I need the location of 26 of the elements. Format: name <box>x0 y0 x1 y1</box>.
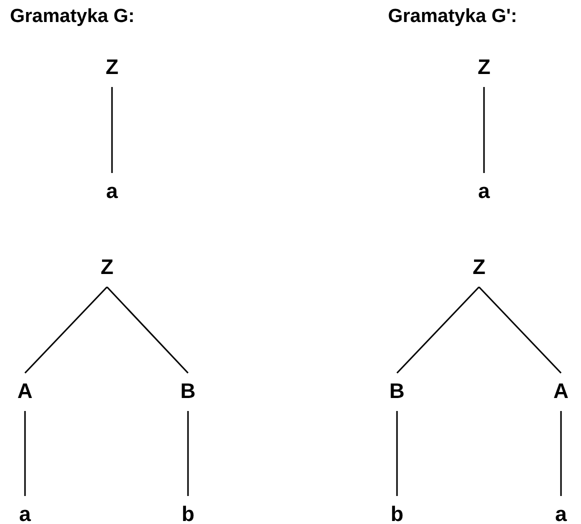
tree-edge <box>560 411 562 496</box>
tree-edge <box>396 411 398 496</box>
tree-symbol: a <box>104 181 120 203</box>
tree-edge <box>187 411 189 496</box>
tree-symbol: A <box>15 381 35 403</box>
tree-edge <box>478 286 562 374</box>
tree-symbol: b <box>388 504 406 524</box>
tree-edge <box>483 87 485 173</box>
tree-symbol: a <box>553 504 569 524</box>
tree-symbol: B <box>178 381 198 403</box>
tree-edge <box>106 286 189 374</box>
tree-edge <box>111 87 113 173</box>
tree-symbol: a <box>476 181 492 203</box>
tree-symbol: a <box>17 504 33 524</box>
grammar-heading: Gramatyka G': <box>388 6 518 28</box>
tree-edge <box>396 286 480 374</box>
tree-symbol: b <box>180 504 196 524</box>
tree-symbol: Z <box>470 257 488 279</box>
tree-edge <box>24 411 26 496</box>
grammar-heading: Gramatyka G: <box>10 6 135 28</box>
tree-edge <box>24 286 108 374</box>
tree-symbol: A <box>551 381 571 403</box>
tree-symbol: B <box>387 381 407 403</box>
tree-symbol: Z <box>98 257 116 279</box>
tree-symbol: Z <box>104 57 120 79</box>
tree-symbol: Z <box>476 57 492 79</box>
